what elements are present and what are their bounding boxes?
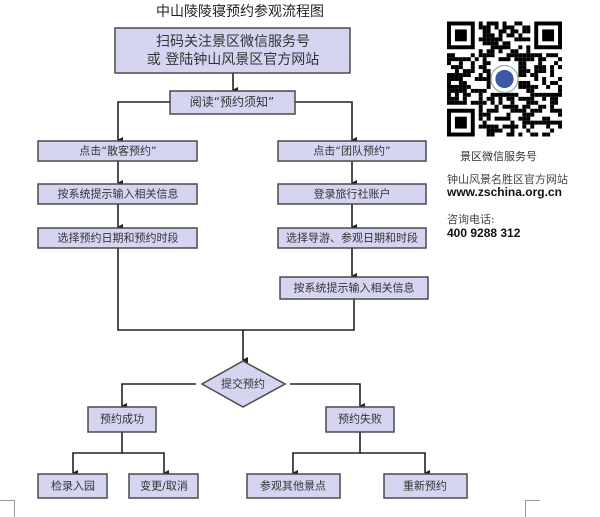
group-step-3: 选择导游、参观日期和时段 (286, 231, 418, 245)
individual-step-1: 点击“散客预约” (79, 144, 156, 158)
qr-code-icon (447, 21, 562, 137)
individual-step-3: 选择预约日期和预约时段 (58, 231, 179, 245)
success-label: 预约成功 (100, 413, 144, 426)
left-branch: 点击“散客预约” 按系统提示输入相关信息 选择预约日期和预约时段 (37, 140, 198, 249)
page-title: 中山陵陵寝预约参观流程图 (156, 4, 324, 20)
phone-number: 400 9288 312 (447, 226, 521, 240)
visit-other-label: 参观其他景点 (260, 479, 326, 493)
outcome-boxes: 预约成功 预约失败 检录入园 变更/取消 参观其他景点 重新预约 (37, 406, 468, 499)
site-url[interactable]: www.zschina.org.cn (447, 185, 562, 199)
start-line-1: 扫码关注景区微信服务号 (156, 34, 310, 50)
page-corner-mark (0, 500, 15, 517)
group-step-2: 登录旅行社账户 (314, 187, 391, 201)
rebook-label: 重新预约 (403, 479, 447, 493)
fail-label: 预约失败 (338, 412, 382, 426)
checkin-label: 检录入园 (51, 479, 95, 493)
qr-caption: 景区微信服务号 (460, 150, 537, 163)
group-step-1: 点击“团队预约” (313, 144, 390, 158)
submit-decision: 提交预约 (200, 360, 287, 408)
site-label: 钟山风景名胜区官方网站 (447, 173, 568, 186)
group-step-4: 按系统提示输入相关信息 (294, 281, 415, 295)
decision-label: 提交预约 (221, 377, 265, 391)
individual-step-2: 按系统提示输入相关信息 (58, 187, 179, 201)
phone-label: 咨询电话: (447, 213, 495, 226)
change-cancel-label: 变更/取消 (140, 479, 188, 493)
connectors (72, 73, 430, 476)
read-notice-label: 阅读“预约须知” (190, 94, 274, 109)
right-branch: 点击“团队预约” 登录旅行社账户 选择导游、参观日期和时段 按系统提示输入相关信… (277, 140, 429, 300)
start-line-2: 或 登陆钟山风景区官方网站 (147, 51, 319, 68)
page-corner-mark (525, 500, 540, 517)
start-box: 扫码关注景区微信服务号 或 登陆钟山风景区官方网站 (114, 27, 351, 74)
read-notice-box: 阅读“预约须知” (169, 90, 296, 115)
